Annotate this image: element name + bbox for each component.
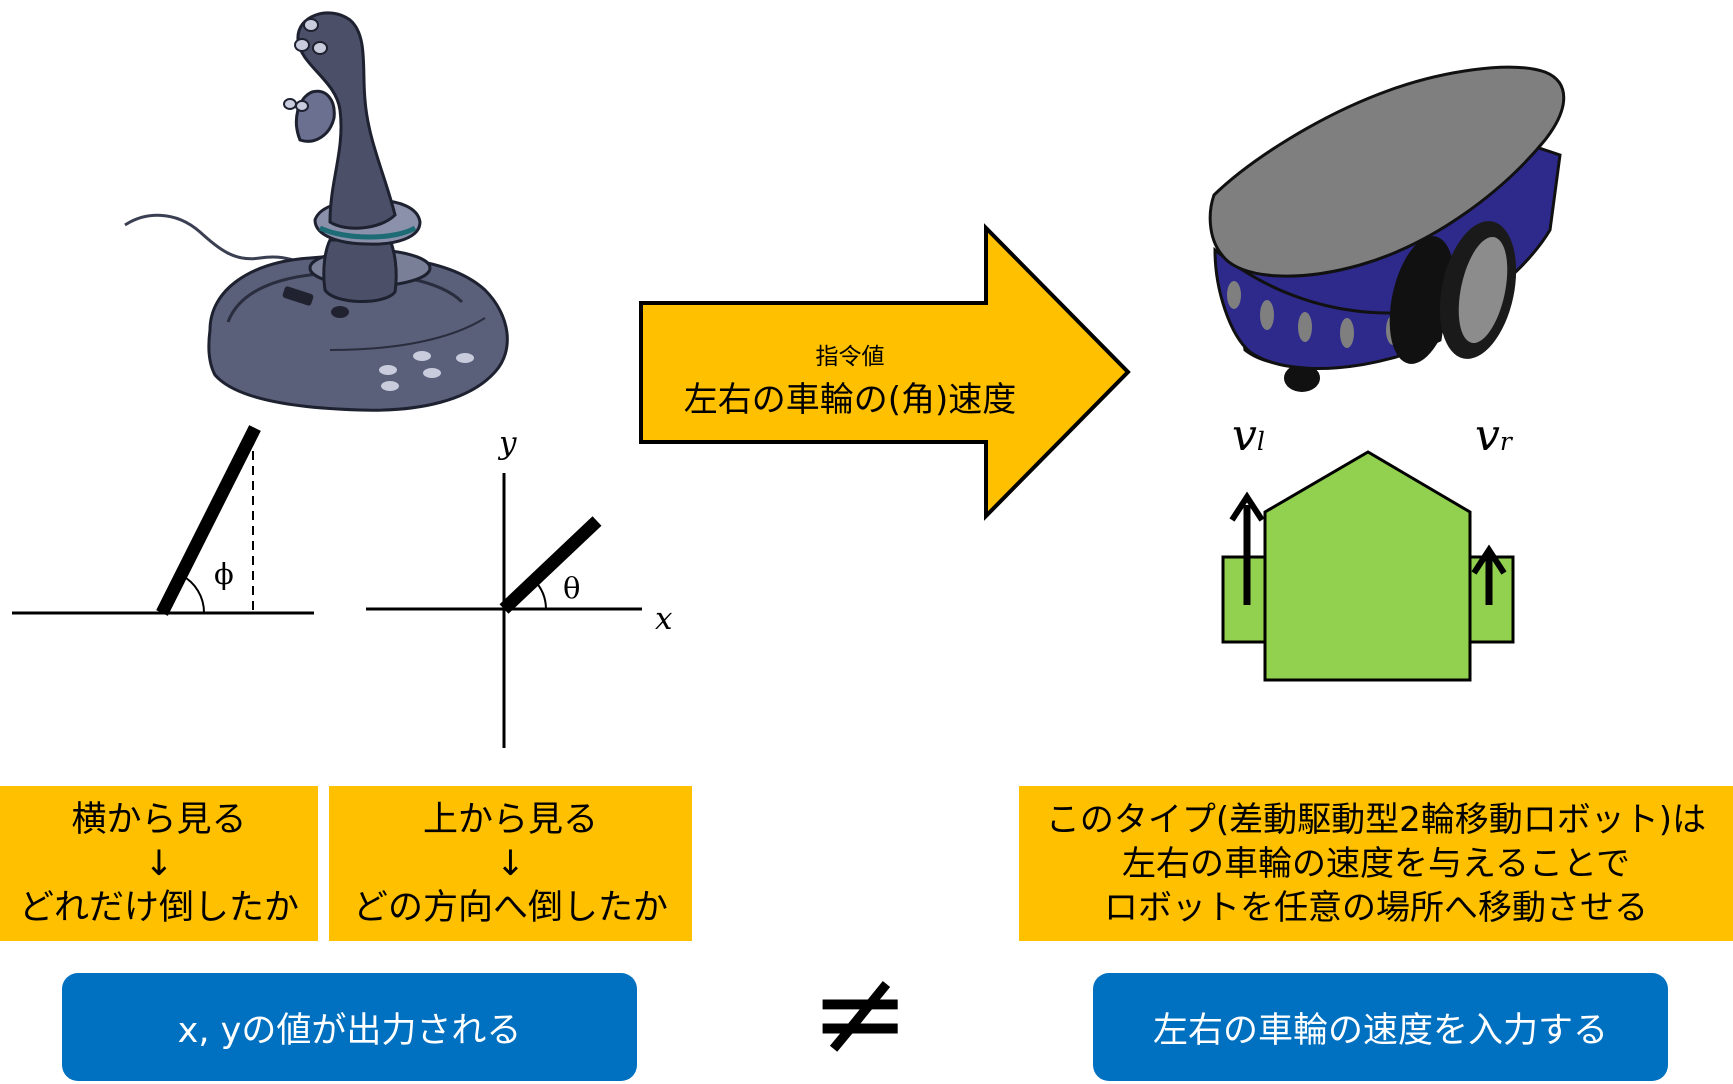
input-box: 左右の車輪の速度を入力する	[1093, 973, 1668, 1081]
vr-label: vr	[1475, 410, 1512, 461]
caption-line: 左右の車輪の速度を与えることで	[1122, 843, 1630, 884]
top-view-caption: 上から見る ↓ どの方向へ倒したか	[329, 786, 692, 941]
arrow-small-label: 指令値	[815, 344, 885, 370]
caption-line: 横から見る	[71, 799, 247, 840]
caption-line: どれだけ倒したか	[18, 887, 299, 928]
side-view-diagram	[12, 425, 314, 616]
phi-label: ϕ	[214, 557, 234, 591]
robot-icon	[1208, 65, 1566, 392]
robot-caption: このタイプ(差動駆動型2輪移動ロボット)は 左右の車輪の速度を与えることで ロボ…	[1019, 786, 1733, 941]
robot-schematic	[1221, 450, 1515, 682]
caption-arrow: ↓	[144, 843, 174, 884]
vl-sub: l	[1256, 427, 1265, 456]
side-view-caption: 横から見る ↓ どれだけ倒したか	[0, 786, 318, 941]
caption-line: ロボットを任意の場所へ移動させる	[1104, 887, 1648, 928]
caption-line: このタイプ(差動駆動型2輪移動ロボット)は	[1045, 799, 1707, 840]
vr-main: v	[1475, 410, 1500, 461]
vl-label: vl	[1232, 410, 1265, 461]
command-arrow	[639, 223, 1131, 521]
caption-line: どの方向へ倒したか	[352, 887, 668, 928]
x-axis-label: x	[655, 601, 673, 637]
joystick-icon	[124, 11, 509, 412]
caption-line: 上から見る	[422, 799, 598, 840]
theta-label: θ	[563, 571, 581, 605]
y-axis-label: y	[499, 425, 517, 461]
vl-main: v	[1232, 410, 1257, 461]
output-box: x, yの値が出力される	[62, 973, 637, 1081]
arrow-main-label: 左右の車輪の(角)速度	[683, 380, 1017, 420]
vr-sub: r	[1499, 427, 1512, 456]
caption-arrow: ↓	[495, 843, 526, 884]
top-view-diagram	[366, 473, 642, 748]
not-equal-sign: ≠	[809, 944, 911, 1083]
